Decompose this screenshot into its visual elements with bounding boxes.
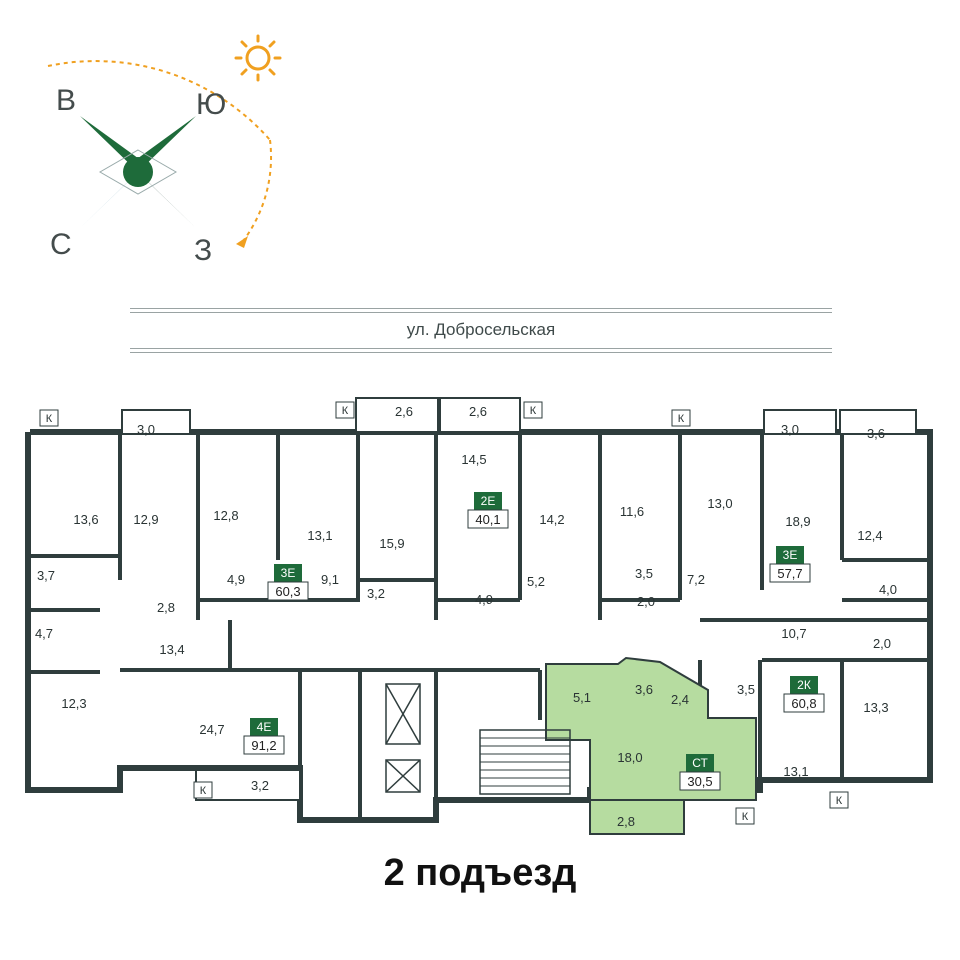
room-area: 2,0 <box>873 636 891 651</box>
compass: В Ю С З <box>47 34 282 267</box>
compass-letter-east: З <box>194 234 212 267</box>
apartment-type: 3Е <box>783 548 798 562</box>
street-line-bottom-2 <box>130 352 832 353</box>
elevator-1-icon <box>385 683 421 745</box>
room-area: 2,8 <box>157 600 175 615</box>
room-area: 12,4 <box>857 528 882 543</box>
k-marker: К <box>200 785 207 797</box>
room-area: 3,2 <box>251 778 269 793</box>
street-name: ул. Добросельская <box>406 320 556 339</box>
room-area: 4,7 <box>35 626 53 641</box>
room-area: 7,2 <box>687 572 705 587</box>
room-areas: 3,0 13,6 12,9 12,8 13,1 15,9 2,6 2,6 14,… <box>35 404 897 829</box>
apartment-badge: 2Е 40,1 <box>467 492 509 529</box>
apartment-total: 91,2 <box>251 738 276 753</box>
apartment-badge: 3Е 60,3 <box>267 564 309 601</box>
room-area: 13,1 <box>307 528 332 543</box>
sun-path-arc <box>47 60 271 141</box>
room-area: 3,7 <box>37 568 55 583</box>
room-area: 18,0 <box>617 750 642 765</box>
entrance-title: 2 подъезд <box>383 852 577 894</box>
room-area: 2,6 <box>395 404 413 419</box>
k-marker: К <box>678 413 685 425</box>
street-banner: ул. Добросельская <box>130 308 832 353</box>
balcony-3-0-right <box>763 409 837 435</box>
balcony-2-6-a <box>355 397 439 433</box>
compass-letter-north: С <box>50 228 72 261</box>
apartment-badge: 4Е 91,2 <box>243 718 285 755</box>
balcony-2-6-b <box>439 397 521 433</box>
apartment-total: 60,3 <box>275 584 300 599</box>
sun-path-arrow-icon <box>236 236 248 248</box>
room-area: 4,9 <box>475 592 493 607</box>
apartment-badge: 3Е 57,7 <box>769 546 811 583</box>
room-area: 2,8 <box>617 814 635 829</box>
room-area: 24,7 <box>199 722 224 737</box>
room-area: 14,5 <box>461 452 486 467</box>
room-area: 12,3 <box>61 696 86 711</box>
room-area: 3,5 <box>635 566 653 581</box>
k-marker: К <box>742 811 749 823</box>
room-area: 12,9 <box>133 512 158 527</box>
room-area: 4,0 <box>879 582 897 597</box>
room-area: 13,4 <box>159 642 184 657</box>
room-area: 11,6 <box>620 504 644 519</box>
room-area: 12,8 <box>213 508 238 523</box>
room-area: 3,0 <box>137 422 155 437</box>
apartment-type: 2К <box>797 678 811 692</box>
balcony-3-0-left <box>121 409 191 435</box>
street-line-bottom <box>130 348 832 349</box>
room-area: 3,5 <box>737 682 755 697</box>
stairwell <box>385 683 571 795</box>
apartment-total: 30,5 <box>687 774 712 789</box>
apartment-total: 57,7 <box>777 566 802 581</box>
balcony-3-2 <box>195 769 301 801</box>
elevator-2-icon <box>385 759 421 793</box>
room-area: 14,2 <box>539 512 564 527</box>
room-area: 5,2 <box>527 574 545 589</box>
balcony-3-6 <box>839 409 917 435</box>
balcony-k-markers: К К К К К К К <box>39 401 849 825</box>
interior-walls <box>28 432 930 820</box>
compass-rose-icon <box>80 116 196 228</box>
room-area: 13,6 <box>73 512 98 527</box>
room-area: 10,7 <box>781 626 806 641</box>
apartment-badge: СТ 30,5 <box>679 754 721 791</box>
k-marker: К <box>342 405 349 417</box>
room-area: 2,4 <box>671 692 689 707</box>
compass-letter-south: Ю <box>196 88 226 121</box>
k-marker: К <box>46 413 53 425</box>
room-area: 2,6 <box>469 404 487 419</box>
street-line-top <box>130 308 832 309</box>
apartment-total: 40,1 <box>475 512 500 527</box>
apartment-badges: 3Е 60,3 4Е 91,2 2Е 40,1 3Е 57,7 2К 60,8 <box>243 492 825 791</box>
apartment-type: 3Е <box>281 566 296 580</box>
compass-letter-west: В <box>56 84 76 117</box>
room-area: 3,6 <box>867 426 885 441</box>
apartment-type: СТ <box>692 756 708 770</box>
room-area: 13,0 <box>707 496 732 511</box>
k-marker: К <box>530 405 537 417</box>
sun-icon <box>234 34 282 82</box>
apartment-badge: 2К 60,8 <box>783 676 825 713</box>
room-area: 2,0 <box>637 594 655 609</box>
room-area: 13,3 <box>863 700 888 715</box>
room-area: 13,1 <box>783 764 808 779</box>
room-area: 4,9 <box>227 572 245 587</box>
room-area: 5,1 <box>573 690 591 705</box>
k-marker: К <box>836 795 843 807</box>
room-area: 15,9 <box>379 536 404 551</box>
sun-path-arc-lower <box>239 139 273 246</box>
room-area: 3,0 <box>781 422 799 437</box>
room-area: 3,6 <box>635 682 653 697</box>
room-area: 9,1 <box>321 572 339 587</box>
room-area: 3,2 <box>367 586 385 601</box>
street-line-top-2 <box>130 312 832 313</box>
room-area: 18,9 <box>785 514 810 529</box>
apartment-total: 60,8 <box>791 696 816 711</box>
apartment-type: 4Е <box>257 720 272 734</box>
apartment-type: 2Е <box>481 494 496 508</box>
